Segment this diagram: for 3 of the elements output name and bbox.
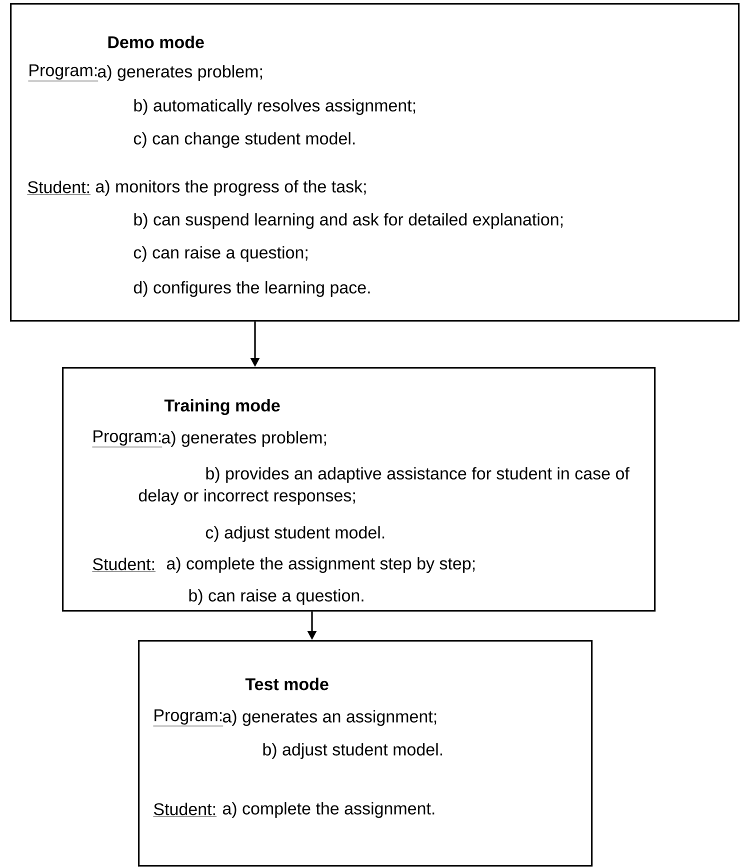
mode-box: Test mode Program:a) generates an assignment; b) adjust student model. Student: a) complete the assignment. xyxy=(138,640,593,867)
mode-box: Training mode Program:a) generates problem; b) provides an adaptive assistance for student in case of delay or incorrect responses; c) adjust student model. Student: a) complete the assignment step by step; b) can raise a question. xyxy=(62,367,656,612)
mode-box: Demo mode Program:a) generates problem; b) automatically resolves assignment; c) can change student model. Student: a) monitors the progress of the task; b) can suspend learning and ask for detailed explanation; c) can raise a question; d) configures the learning pace. xyxy=(10,3,740,322)
